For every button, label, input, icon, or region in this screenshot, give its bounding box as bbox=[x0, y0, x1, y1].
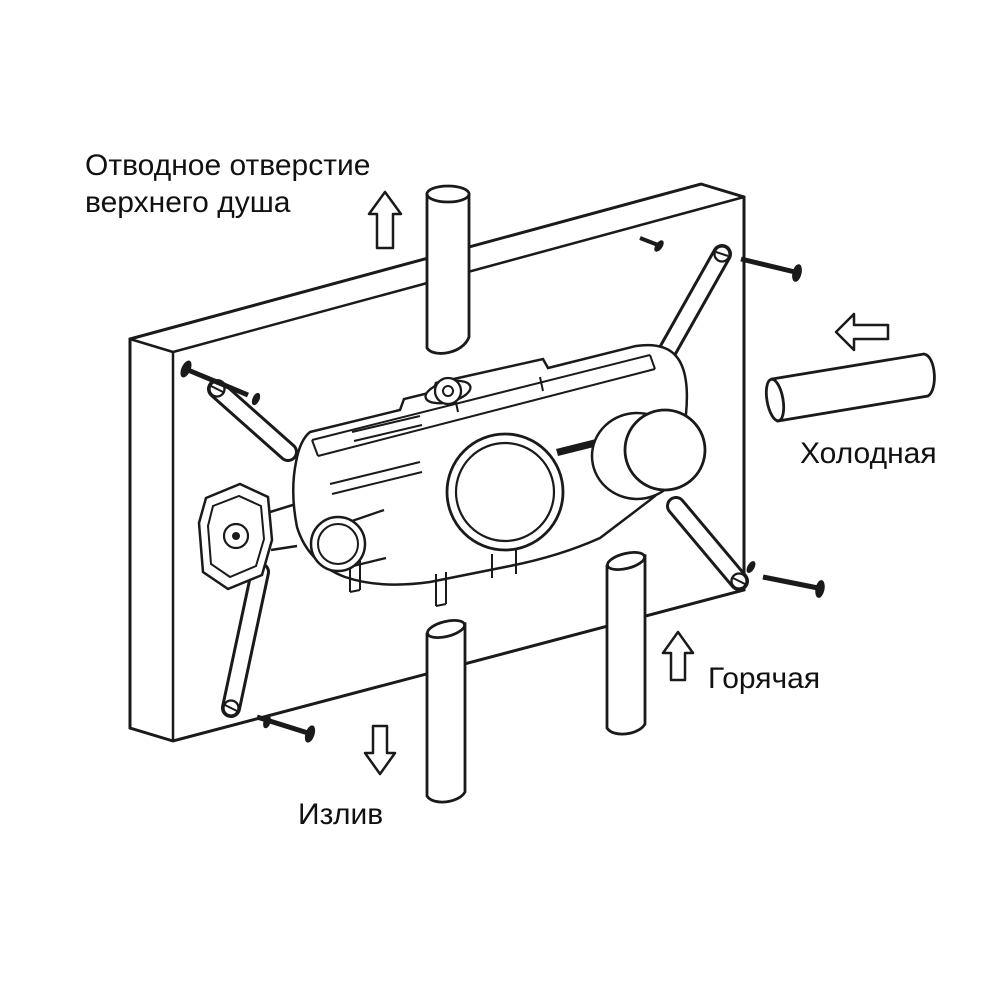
top-port-outer bbox=[433, 376, 463, 406]
label-hot: Горячая bbox=[708, 662, 820, 695]
cold-water-pipe bbox=[764, 352, 936, 423]
label-top-outlet-line2: верхнего душа bbox=[85, 186, 291, 219]
mounting-screws bbox=[180, 236, 825, 743]
arrow-up-hot-icon bbox=[661, 630, 695, 682]
label-cold: Холодная bbox=[800, 437, 937, 470]
screw-bottom-right bbox=[746, 561, 825, 598]
left-port-links bbox=[351, 508, 387, 568]
pipes bbox=[425, 184, 936, 804]
arrow-left-icon bbox=[834, 312, 890, 352]
left-port-inner bbox=[317, 523, 359, 565]
hot-water-pipe bbox=[605, 550, 647, 736]
labels: Отводное отверстие верхнего душа Холодна… bbox=[85, 149, 937, 831]
top-shower-pipe bbox=[425, 184, 471, 355]
arrow-up-icon bbox=[367, 190, 403, 250]
left-bracket-hub bbox=[197, 482, 298, 591]
label-spout: Излив bbox=[298, 798, 383, 831]
bracket-end-washers bbox=[208, 245, 748, 717]
main-cartridge-outer bbox=[445, 432, 565, 552]
right-dome bbox=[623, 408, 707, 492]
screw-bottom-left bbox=[256, 714, 316, 743]
bracket-arms bbox=[207, 244, 749, 718]
top-port-inner bbox=[442, 385, 454, 397]
body-detail-lines bbox=[329, 415, 423, 495]
mixer-cartridge bbox=[309, 376, 707, 573]
screw-top-left bbox=[180, 360, 261, 406]
body-slot bbox=[556, 439, 598, 456]
label-top-outlet-line1: Отводное отверстие bbox=[85, 149, 370, 182]
top-frame-rails bbox=[311, 354, 656, 457]
main-cartridge-inner bbox=[454, 441, 556, 543]
screw-top-right bbox=[639, 236, 802, 282]
left-port-outer bbox=[309, 515, 367, 573]
arrow-down-spout-icon bbox=[363, 724, 397, 776]
spout-pipe bbox=[425, 618, 467, 804]
bracket-arm-fill bbox=[210, 247, 746, 715]
direction-arrows bbox=[363, 190, 890, 776]
mounting-feet bbox=[349, 550, 517, 607]
